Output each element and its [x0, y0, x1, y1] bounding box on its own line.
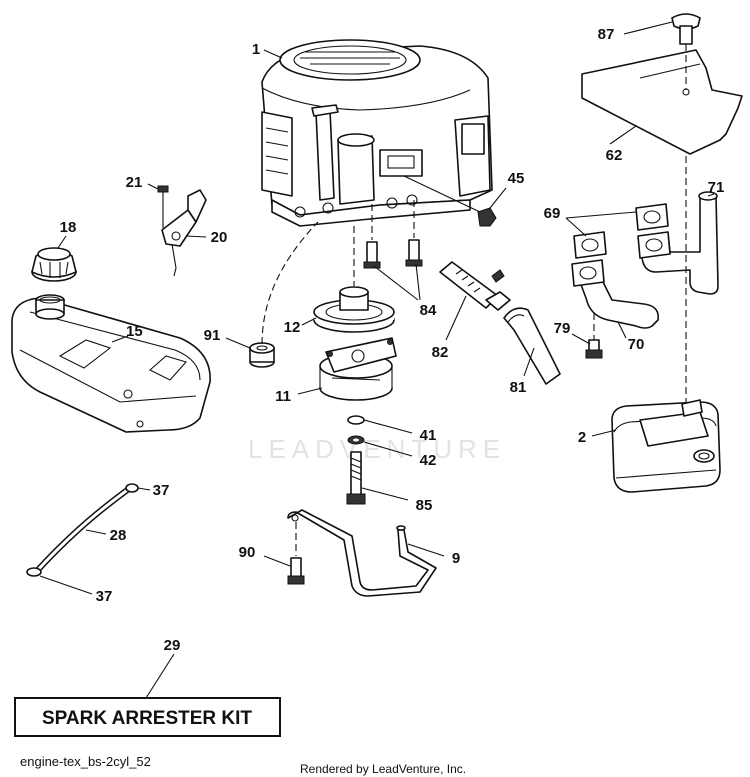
fuel-filter-part-82	[439, 261, 511, 311]
clamp-part-37-top	[125, 483, 139, 493]
callout-79: 79	[554, 320, 571, 337]
pulley-part-12	[313, 286, 395, 333]
clutch-part-11	[319, 337, 397, 401]
bolt-part-84-right	[405, 200, 423, 267]
callout-1: 1	[252, 41, 260, 58]
knob-part-87	[671, 13, 701, 45]
callout-84: 84	[420, 302, 437, 319]
callout-45: 45	[508, 170, 525, 187]
callout-28: 28	[110, 527, 127, 544]
callout-87: 87	[598, 26, 615, 43]
exhaust-pipe-part-70	[571, 259, 660, 329]
callout-29: 29	[164, 637, 181, 654]
callout-2: 2	[578, 429, 586, 446]
hose-part-81	[503, 307, 561, 385]
callout-37-top: 37	[153, 482, 170, 499]
bolt-part-85	[346, 451, 366, 505]
engine-part-1	[261, 39, 493, 227]
watermark: LEADVENTURE	[248, 434, 506, 464]
clamp-part-37-bottom	[26, 567, 42, 577]
heat-shield-part-62	[581, 49, 743, 155]
gasket-part-69-a	[635, 203, 669, 231]
spark-arrester-kit-box	[14, 697, 281, 737]
washer-part-41	[347, 415, 365, 425]
bolt-part-90	[287, 522, 305, 585]
callout-69: 69	[544, 205, 561, 222]
callout-41: 41	[420, 427, 437, 444]
bracket-part-9	[287, 509, 437, 597]
screw-part-21	[157, 185, 169, 228]
spacer-part-91	[249, 342, 275, 368]
callout-81: 81	[510, 379, 527, 396]
callout-20: 20	[211, 229, 228, 246]
fuel-cap-part-18	[31, 247, 77, 282]
callout-21: 21	[126, 174, 143, 191]
fuel-line-part-28	[33, 485, 132, 575]
callout-37-bottom: 37	[96, 588, 113, 605]
callout-70: 70	[628, 336, 645, 353]
muffler-part-2	[611, 399, 721, 493]
bolt-part-84-left	[363, 204, 381, 269]
gasket-part-69-b	[573, 231, 607, 259]
washer-part-42	[347, 435, 365, 445]
callout-62: 62	[606, 147, 623, 164]
diagram-id: engine-tex_bs-2cyl_52	[20, 754, 151, 769]
callout-85: 85	[416, 497, 433, 514]
callout-91: 91	[204, 327, 221, 344]
fuel-tank-part-15	[11, 294, 211, 433]
rendered-by: Rendered by LeadVenture, Inc.	[300, 762, 466, 776]
callout-18: 18	[60, 219, 77, 236]
nut-part-45	[477, 207, 497, 227]
callout-71: 71	[708, 179, 725, 196]
callout-11: 11	[275, 388, 291, 405]
spark-arrester-kit-label: SPARK ARRESTER KIT	[42, 708, 252, 729]
callout-15: 15	[126, 323, 143, 340]
callout-12: 12	[284, 319, 301, 336]
throttle-control-part-20	[161, 189, 207, 277]
callout-82: 82	[432, 344, 449, 361]
callout-9: 9	[452, 550, 460, 567]
callout-90: 90	[239, 544, 256, 561]
callout-42: 42	[420, 452, 437, 469]
